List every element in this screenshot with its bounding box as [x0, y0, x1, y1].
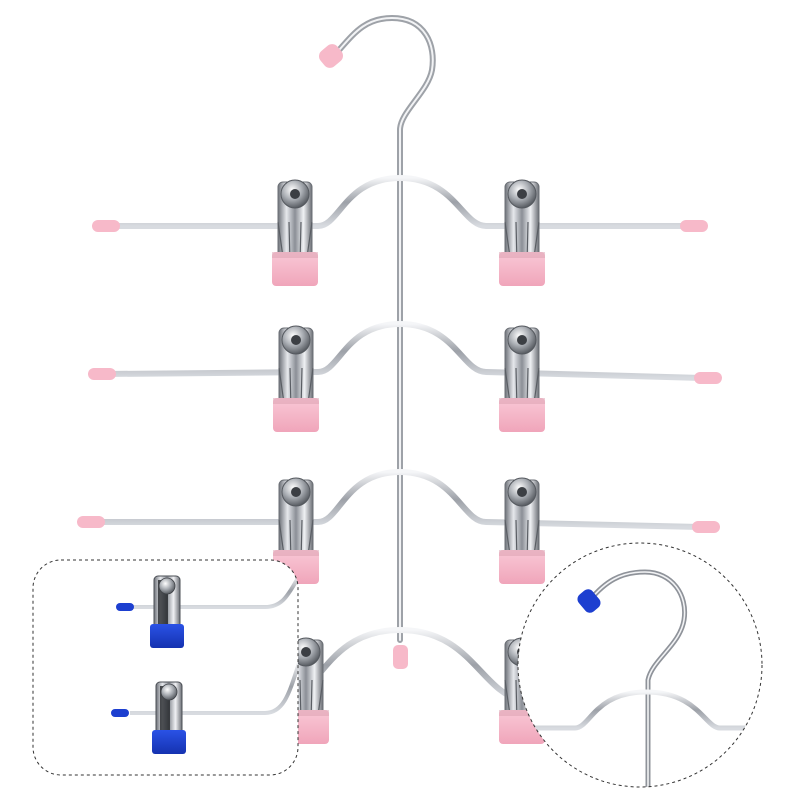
tier-2 — [88, 320, 722, 433]
center-tip-pink — [393, 645, 408, 669]
tier-3 — [77, 468, 720, 585]
inset-hook-closeup — [517, 542, 763, 788]
inset-blue-clip-variant — [32, 559, 299, 776]
tier-1 — [92, 174, 708, 287]
hanger-main — [77, 14, 722, 745]
tier-4 — [282, 626, 546, 745]
hook-tip-pink — [319, 44, 343, 68]
